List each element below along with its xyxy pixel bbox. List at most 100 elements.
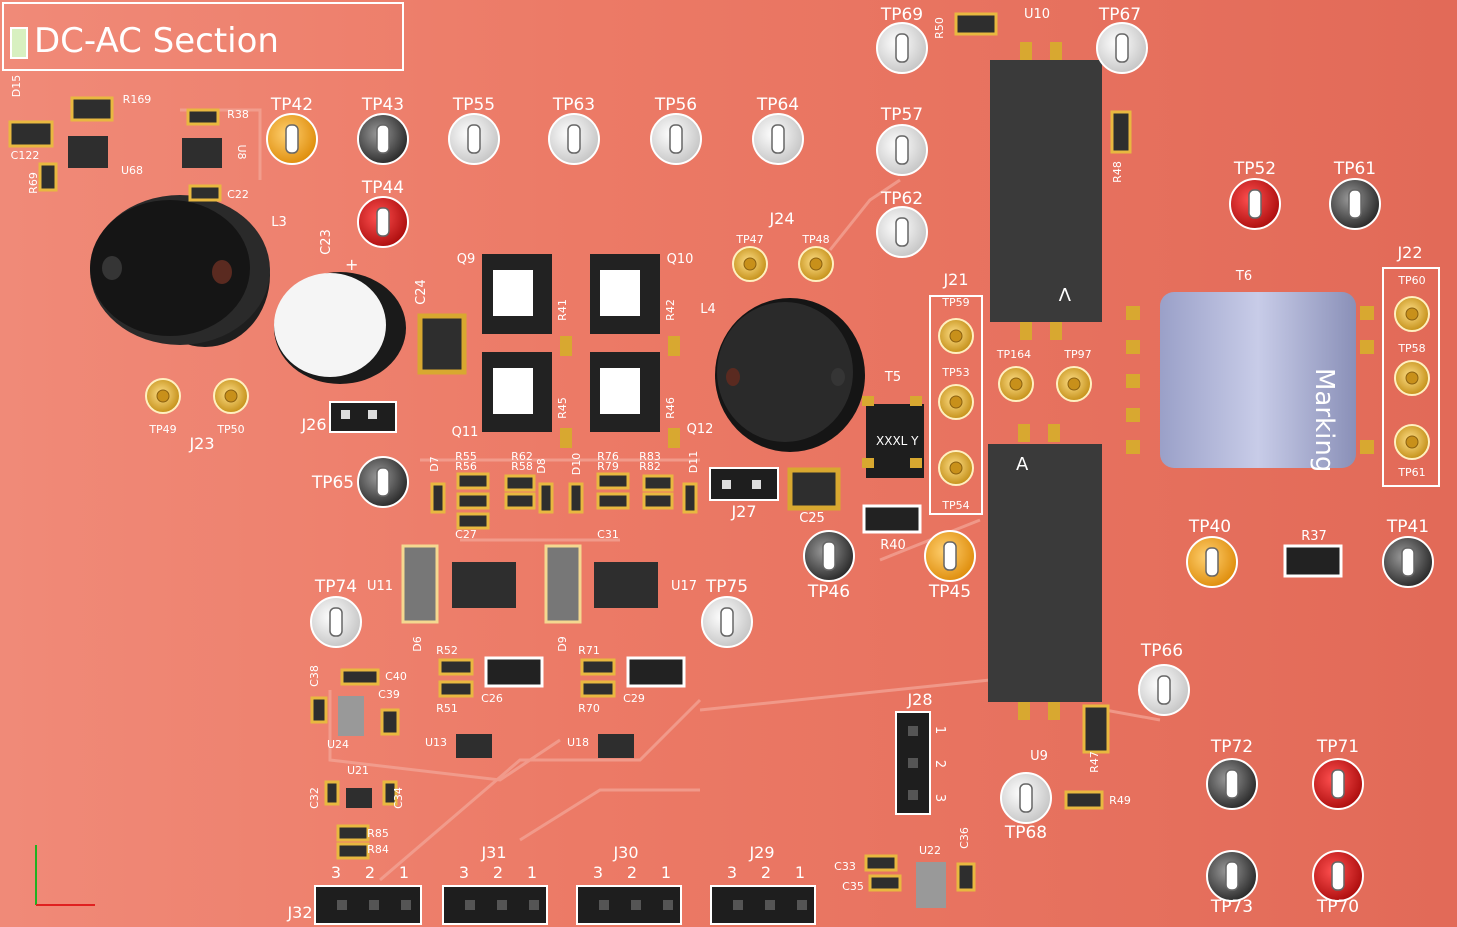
test-point-label: TP68: [1004, 823, 1047, 843]
smd-part: [310, 696, 328, 724]
test-pad-label: TP164: [996, 348, 1031, 361]
test-point-tp52[interactable]: TP52: [1229, 159, 1281, 230]
test-pad-tp48[interactable]: TP48: [798, 233, 834, 282]
header-pin-number: 3: [727, 863, 737, 882]
designator-u21: U21: [347, 764, 369, 777]
designator-r69: R69: [27, 172, 40, 194]
smd-part: [580, 658, 616, 676]
designator-r40: R40: [880, 538, 906, 553]
smd-part: [596, 492, 630, 510]
test-point-label: TP73: [1210, 897, 1253, 917]
relay-top-mark: V: [1058, 283, 1071, 304]
test-point-label: TP43: [361, 95, 404, 115]
header-pin: [529, 900, 539, 910]
header-pin: [908, 758, 918, 768]
smd-part: [38, 162, 58, 192]
designator-r84: R84: [367, 843, 389, 856]
test-point-tp45[interactable]: TP45: [924, 530, 976, 602]
test-pad-label: TP48: [801, 233, 829, 246]
test-pad-tp164[interactable]: TP164: [996, 348, 1034, 402]
test-pad-label: TP58: [1397, 342, 1425, 355]
test-point-tp67[interactable]: TP67: [1096, 5, 1148, 74]
test-point-tp41[interactable]: TP41: [1382, 517, 1434, 588]
designator-c34: C34: [392, 787, 405, 809]
test-pad-label: TP97: [1063, 348, 1091, 361]
test-pad-tp50[interactable]: TP50: [213, 378, 249, 436]
header-pin: [401, 900, 411, 910]
capacitor-c25: [787, 467, 841, 511]
designator-r41: R41: [556, 299, 569, 321]
test-pad-tp59[interactable]: TP59: [938, 296, 974, 354]
test-point-tp44[interactable]: TP44: [357, 178, 409, 248]
test-point-tp74[interactable]: TP74: [310, 577, 362, 648]
designator-r49: R49: [1109, 794, 1131, 807]
test-pad-label: TP49: [148, 423, 176, 436]
test-pad-tp49[interactable]: TP49: [145, 378, 181, 436]
designator-q10: Q10: [667, 252, 694, 267]
test-point-tp57[interactable]: TP57: [876, 105, 928, 176]
header-pin: [797, 900, 807, 910]
test-point-tp70[interactable]: TP70: [1312, 850, 1364, 917]
designator-d9: D9: [556, 636, 569, 651]
test-point-tp72[interactable]: TP72: [1206, 737, 1258, 810]
test-pad-tp54[interactable]: TP54: [938, 450, 974, 512]
test-pad-tp53[interactable]: TP53: [938, 366, 974, 420]
smd-part: [336, 824, 370, 842]
led-d15: [10, 27, 28, 59]
header-pin-number: 2: [493, 863, 503, 882]
ic-u22: [916, 862, 946, 908]
test-point-tp61[interactable]: TP61: [1329, 159, 1381, 230]
designator-j32: J32: [286, 903, 312, 922]
smd-part: [336, 842, 370, 860]
test-point-tp71[interactable]: TP71: [1312, 737, 1364, 810]
designator-c122: C122: [11, 149, 40, 162]
test-point-label: TP56: [654, 95, 697, 115]
test-pad-tp60[interactable]: TP60: [1394, 274, 1430, 332]
test-point-tp75[interactable]: TP75: [701, 577, 753, 648]
test-point-label: TP57: [880, 105, 923, 125]
designator-c22: C22: [227, 188, 249, 201]
designator-j26: J26: [300, 415, 326, 434]
test-point-tp63[interactable]: TP63: [548, 95, 600, 165]
designator-r58: R58: [511, 460, 533, 473]
header-pin: [368, 410, 377, 419]
j28-pin-number: 2: [932, 760, 947, 768]
test-point-tp56[interactable]: TP56: [650, 95, 702, 165]
t6-marking: Marking: [1309, 368, 1339, 472]
test-point-tp62[interactable]: TP62: [876, 189, 928, 258]
test-point-label: TP69: [880, 5, 923, 25]
designator-r62: R62: [511, 450, 533, 463]
test-point-tp43[interactable]: TP43: [357, 95, 409, 165]
smd-part: [868, 874, 902, 892]
test-pad-tp61[interactable]: TP61: [1394, 424, 1430, 479]
designator-r51: R51: [436, 702, 458, 715]
designator-u8: U8: [235, 144, 248, 159]
test-point-tp55[interactable]: TP55: [448, 95, 500, 165]
test-pad-tp97[interactable]: TP97: [1056, 348, 1092, 402]
test-pad-tp47[interactable]: TP47: [732, 233, 768, 282]
designator-j28: J28: [906, 690, 932, 709]
test-point-tp73[interactable]: TP73: [1206, 850, 1258, 917]
capacitor-c23: +: [274, 255, 406, 384]
test-point-tp66[interactable]: TP66: [1138, 641, 1190, 716]
mosfet-q9: [482, 254, 552, 334]
designator-j21: J21: [942, 270, 968, 289]
test-point-tp69[interactable]: TP69: [876, 5, 928, 74]
test-point-tp68[interactable]: TP68: [1000, 772, 1052, 843]
smd-part: [642, 492, 674, 510]
test-point-tp64[interactable]: TP64: [752, 95, 804, 165]
test-point-tp40[interactable]: TP40: [1186, 517, 1238, 588]
header-pin: [465, 900, 475, 910]
test-point-tp46[interactable]: TP46: [803, 530, 855, 602]
smd-part: [456, 472, 490, 490]
test-pad-tp58[interactable]: TP58: [1394, 342, 1430, 396]
designator-r55: R55: [455, 450, 477, 463]
header-pin-number: 1: [661, 863, 671, 882]
designator-u17: U17: [671, 579, 697, 594]
mosfet-q10: [590, 254, 660, 334]
test-point-tp42[interactable]: TP42: [266, 95, 318, 165]
section-title: DC-AC Section: [34, 21, 279, 61]
test-point-tp65[interactable]: TP65: [311, 456, 409, 508]
designator-t6: T6: [1235, 269, 1252, 284]
